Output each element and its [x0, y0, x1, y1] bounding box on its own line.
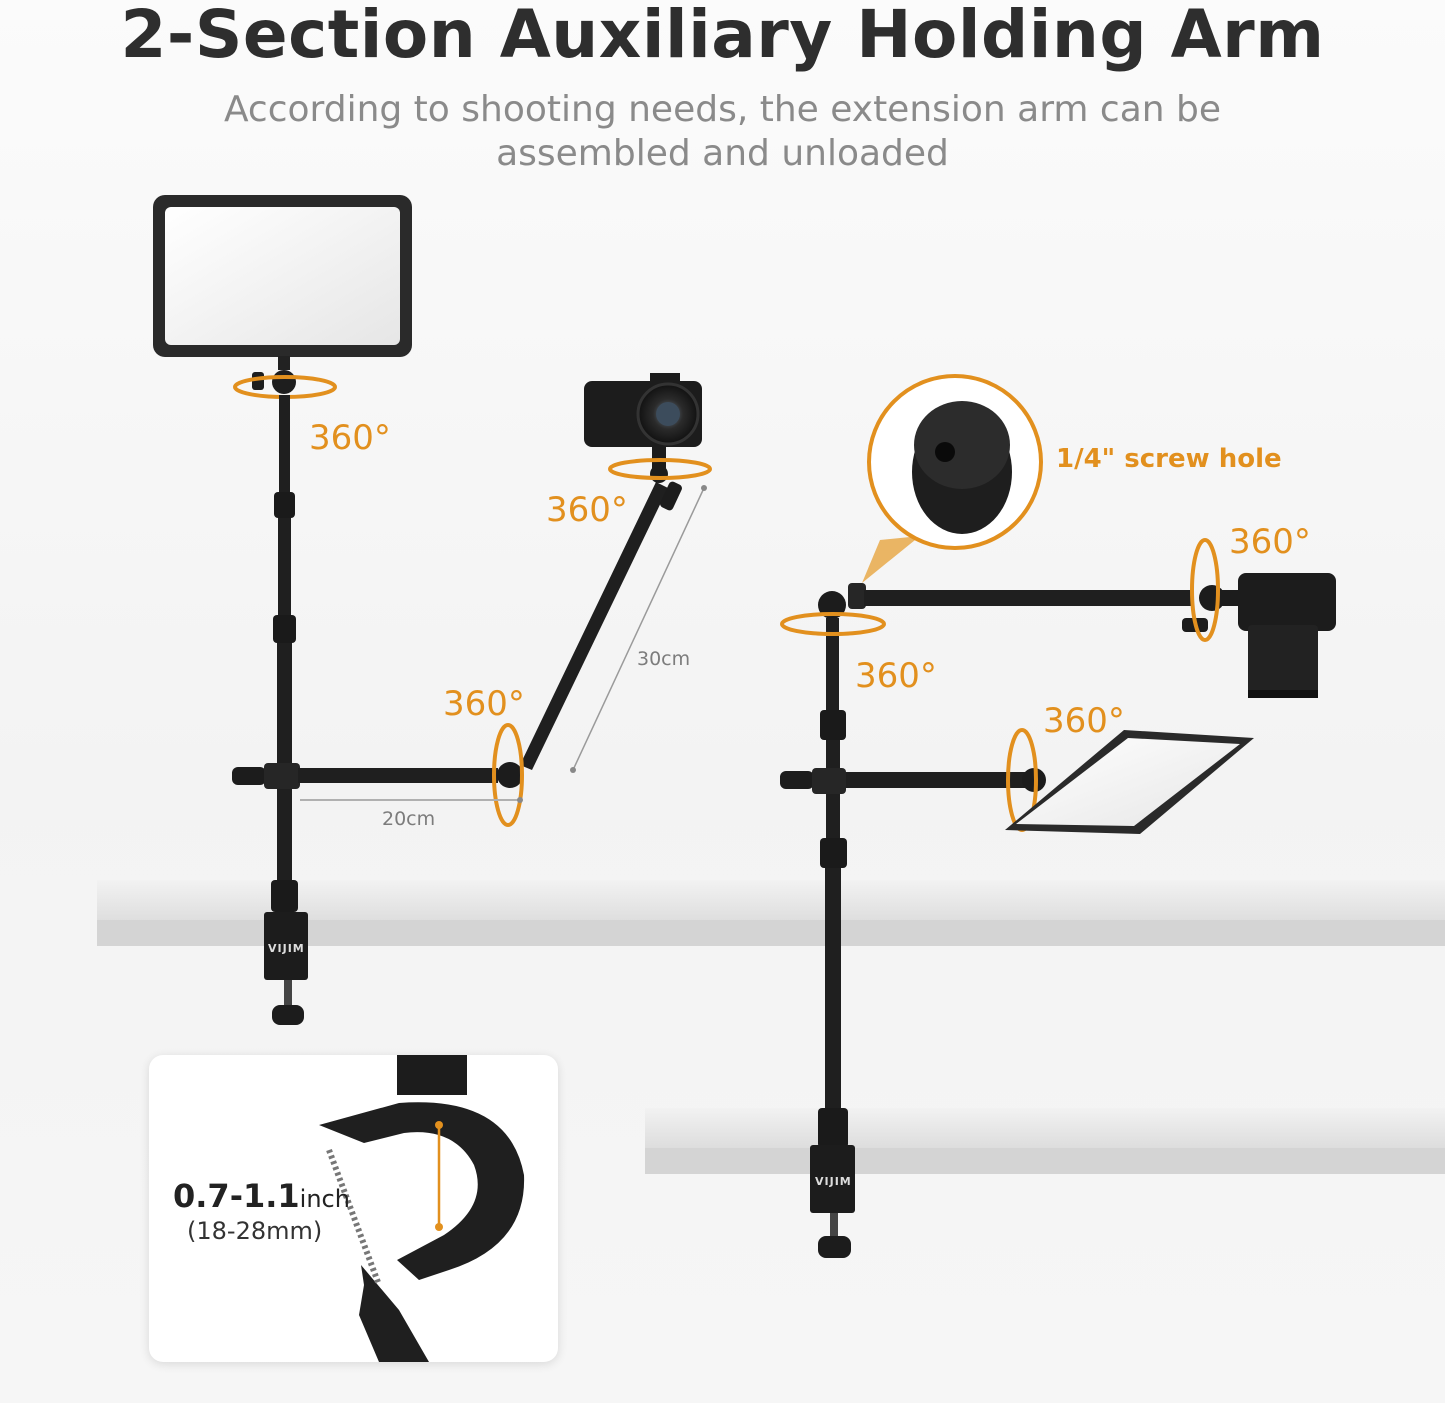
screw-hole-zoom	[862, 374, 1043, 583]
right-desk-shelf	[645, 1108, 1445, 1174]
left-joint-rotation-label: 360°	[443, 684, 525, 724]
screw-hole-label: 1/4" screw hole	[1056, 444, 1282, 474]
left-camera-rotation-label: 360°	[546, 490, 628, 530]
clamp-size-value: 0.7-1.1	[173, 1177, 300, 1215]
left-horizontal-arm	[232, 762, 523, 789]
page-subtitle: According to shooting needs, the extensi…	[223, 89, 1222, 174]
right-upper-arm	[780, 538, 1225, 642]
long-arm-length-label: 30cm	[637, 648, 691, 670]
left-light-rotation-label: 360°	[309, 418, 391, 458]
right-camera	[1222, 573, 1336, 698]
left-desk-shelf	[97, 880, 1445, 946]
left-clamp-brand: VIJIM	[268, 942, 305, 955]
right-desk-clamp	[810, 1145, 855, 1258]
left-angled-arm	[520, 481, 682, 770]
left-joint-rotation-indicator	[492, 723, 524, 827]
clamp-detail-card: 0.7-1.1inch (18-28mm)	[149, 1055, 558, 1362]
clamp-size-metric: (18-28mm)	[187, 1217, 323, 1245]
clamp-detail-illustration	[319, 1055, 525, 1362]
page-title: 2-Section Auxiliary Holding Arm	[120, 0, 1325, 73]
right-light-rotation-label: 360°	[1043, 701, 1125, 741]
left-desk-clamp	[264, 912, 308, 1025]
right-pole-rotation-label: 360°	[855, 656, 937, 696]
right-lower-arm	[780, 728, 1046, 832]
clamp-size-imperial: 0.7-1.1inch	[173, 1177, 350, 1215]
right-led-light-panel	[1005, 730, 1254, 834]
left-vertical-pole	[271, 395, 298, 912]
left-led-light-panel	[153, 195, 412, 357]
right-camera-rotation-label: 360°	[1229, 522, 1311, 562]
clamp-size-unit: inch	[299, 1185, 350, 1213]
left-length-guides	[300, 485, 707, 803]
left-camera	[584, 373, 712, 483]
left-ball-head	[233, 356, 337, 399]
short-arm-length-label: 20cm	[382, 808, 436, 830]
right-clamp-brand: VIJIM	[815, 1175, 852, 1188]
right-vertical-pole	[818, 591, 848, 1148]
